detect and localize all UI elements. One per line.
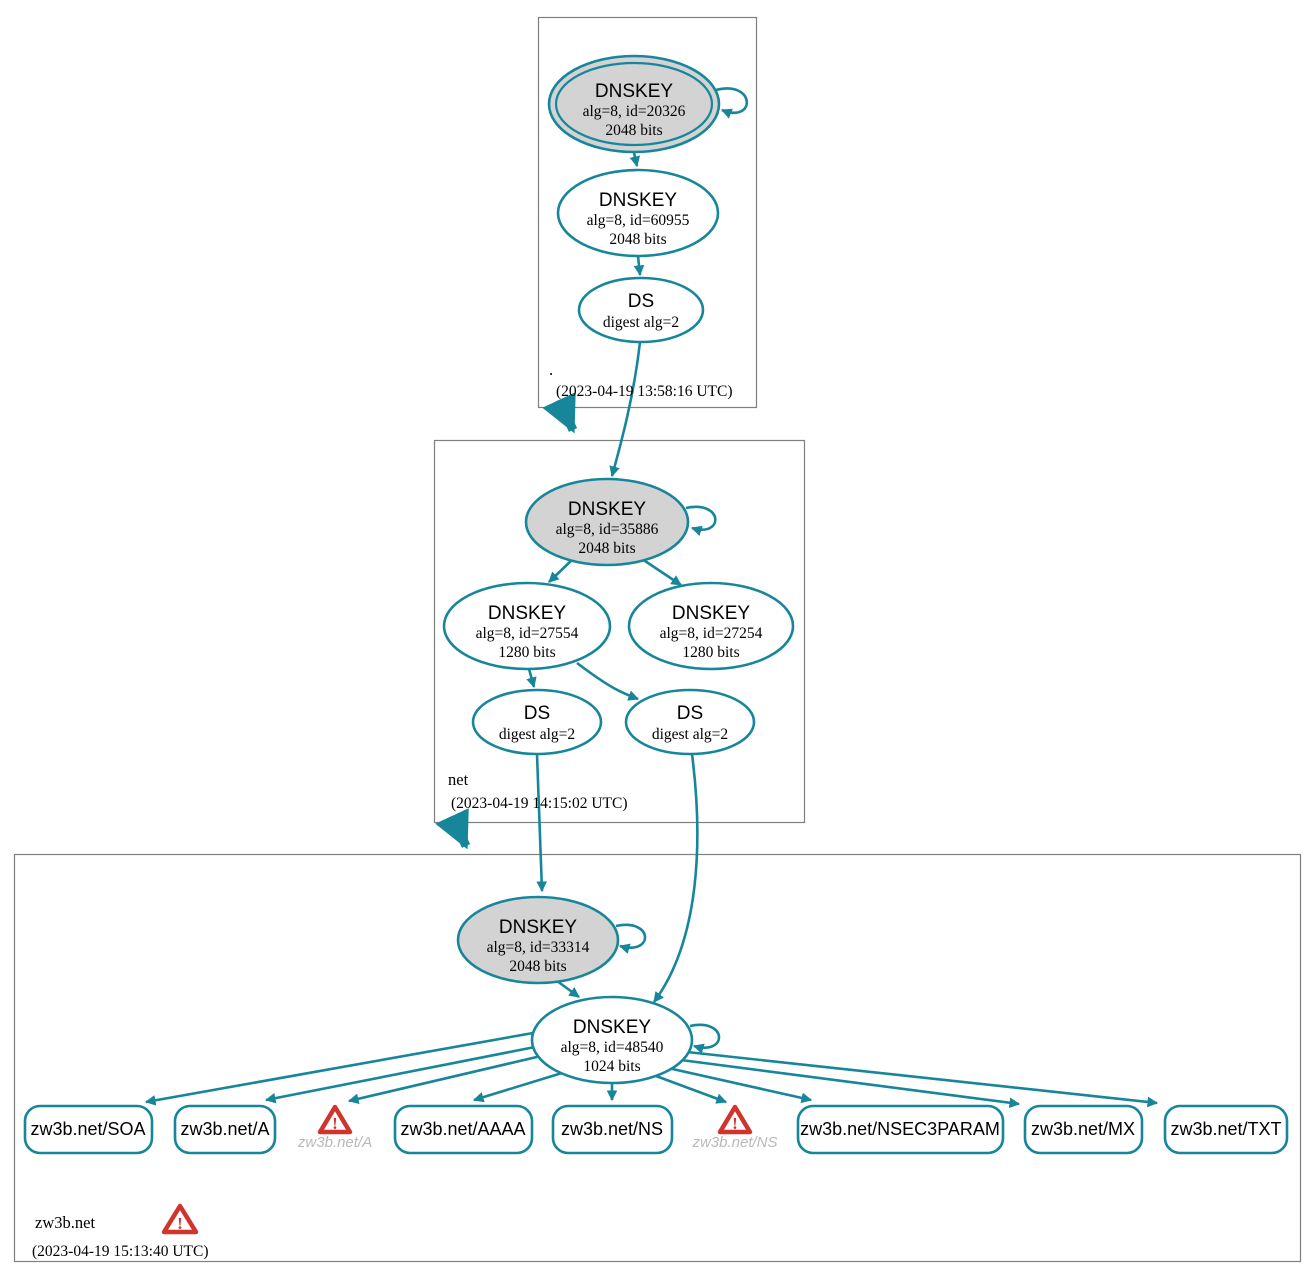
edge-zsk-to-warning-ns: [655, 1074, 727, 1104]
net-ds2-alg: digest alg=2: [652, 726, 728, 743]
root-ds-title: DS: [628, 291, 654, 312]
root-ds-node[interactable]: DS digest alg=2: [577, 276, 705, 344]
dnskey-48540-title: DNSKEY: [573, 1017, 651, 1038]
net-ds1-alg: digest alg=2: [499, 726, 575, 743]
rrset-soa-label: zw3b.net/SOA: [30, 1119, 145, 1139]
rrset-aaaa-label: zw3b.net/AAAA: [400, 1119, 525, 1139]
rrset-a-node[interactable]: zw3b.net/A: [173, 1104, 277, 1155]
zw3b-zone-label: zw3b.net: [35, 1213, 95, 1232]
dnskey-27554-title: DNSKEY: [488, 603, 566, 624]
edge-net-ds1-to-zw3b-ksk: [535, 753, 547, 893]
rrset-aaaa-node[interactable]: zw3b.net/AAAA: [393, 1104, 534, 1155]
edge-delegation-root-to-net: [542, 392, 578, 434]
net-ds2-node[interactable]: DS digest alg=2: [624, 688, 756, 756]
rrset-a-label: zw3b.net/A: [180, 1119, 269, 1139]
dnskey-48540-bits: 1024 bits: [583, 1058, 640, 1075]
rrset-txt-node[interactable]: zw3b.net/TXT: [1163, 1104, 1289, 1155]
rrset-nsec3param-node[interactable]: zw3b.net/NSEC3PARAM: [796, 1104, 1005, 1155]
dnskey-33314-node[interactable]: DNSKEY alg=8, id=33314 2048 bits: [456, 895, 620, 985]
dnskey-48540-node[interactable]: DNSKEY alg=8, id=48540 1024 bits: [530, 995, 694, 1085]
net-zone-label: net: [448, 770, 469, 789]
net-zone-timestamp: (2023-04-19 14:15:02 UTC): [451, 795, 628, 812]
rrset-ns-label: zw3b.net/NS: [561, 1119, 663, 1139]
edge-zsk-to-rrset-txt: [686, 1050, 1159, 1108]
warning-a-label: zw3b.net/A: [297, 1134, 372, 1151]
warning-triangle-icon: [717, 1104, 753, 1135]
dnskey-35886-node[interactable]: DNSKEY alg=8, id=35886 2048 bits: [524, 477, 690, 567]
edge-zsk-to-warning-a: [347, 1054, 542, 1105]
edge-root-ksk-to-zsk: [629, 152, 641, 168]
net-ds1-title: DS: [524, 703, 550, 724]
edge-zsk-to-rrset-a: [264, 1045, 536, 1104]
net-ds2-title: DS: [677, 703, 703, 724]
dnskey-20326-bits: 2048 bits: [605, 122, 662, 139]
dnskey-20326-alg: alg=8, id=20326: [583, 103, 686, 120]
dnskey-27254-bits: 1280 bits: [682, 644, 739, 661]
warning-triangle-icon: [317, 1104, 353, 1135]
warning-exclamation: !: [732, 1114, 738, 1133]
edge-net-zsk1-to-ds2: [576, 661, 639, 701]
edge-delegation-net-to-zw3b: [435, 808, 471, 850]
edge-net-ksk-self-loop: [685, 505, 717, 536]
edge-net-zsk1-to-ds1: [526, 668, 537, 689]
dnskey-20326-node[interactable]: DNSKEY alg=8, id=20326 2048 bits: [547, 54, 721, 154]
warning-ns-label: zw3b.net/NS: [691, 1134, 777, 1151]
dnskey-60955-node[interactable]: DNSKEY alg=8, id=60955 2048 bits: [556, 168, 720, 258]
edge-root-ds-to-net-ksk: [609, 341, 642, 478]
dnskey-35886-bits: 2048 bits: [578, 540, 635, 557]
dnskey-27254-title: DNSKEY: [672, 603, 750, 624]
edge-zw3b-zsk-self-loop: [689, 1023, 721, 1054]
dnskey-33314-bits: 2048 bits: [509, 958, 566, 975]
zw3b-zone-warning[interactable]: !: [161, 1203, 199, 1235]
rrset-ns-node[interactable]: zw3b.net/NS: [551, 1104, 674, 1155]
dnskey-27254-node[interactable]: DNSKEY alg=8, id=27254 1280 bits: [627, 581, 795, 671]
dnskey-60955-title: DNSKEY: [599, 190, 677, 211]
edge-root-ksk-self-loop: [715, 87, 749, 119]
zw3b-zone-timestamp: (2023-04-19 15:13:40 UTC): [32, 1243, 209, 1260]
warning-exclamation: !: [332, 1114, 338, 1133]
dnskey-27554-bits: 1280 bits: [498, 644, 555, 661]
dnskey-27554-alg: alg=8, id=27554: [476, 625, 579, 642]
edge-net-ds2-to-zw3b-zsk: [652, 753, 699, 1003]
edge-zsk-to-rrset-nsec3param: [667, 1066, 813, 1104]
rrset-soa-node[interactable]: zw3b.net/SOA: [23, 1104, 154, 1155]
dnskey-27554-node[interactable]: DNSKEY alg=8, id=27554 1280 bits: [442, 581, 612, 671]
dnskey-27254-alg: alg=8, id=27254: [660, 625, 763, 642]
warning-a-node[interactable]: ! zw3b.net/A: [297, 1104, 372, 1151]
edge-zsk-to-rrset-soa: [144, 1031, 534, 1106]
dnskey-60955-alg: alg=8, id=60955: [587, 212, 690, 229]
dnskey-35886-title: DNSKEY: [568, 499, 646, 520]
dnskey-20326-title: DNSKEY: [595, 81, 673, 102]
rrset-mx-node[interactable]: zw3b.net/MX: [1023, 1104, 1144, 1155]
rrset-mx-label: zw3b.net/MX: [1031, 1119, 1135, 1139]
dnskey-33314-title: DNSKEY: [499, 917, 577, 938]
edge-zw3b-ksk-self-loop: [615, 923, 647, 954]
edge-zsk-to-rrset-mx: [680, 1058, 1021, 1109]
root-ds-alg: digest alg=2: [603, 314, 679, 331]
warning-triangle-icon: [161, 1203, 199, 1235]
edge-root-zsk-to-ds: [633, 255, 645, 277]
rrset-nsec3param-label: zw3b.net/NSEC3PARAM: [800, 1119, 1000, 1139]
root-zone-label: .: [549, 360, 553, 379]
edge-net-ksk-to-zsk2: [641, 557, 682, 587]
dnskey-35886-alg: alg=8, id=35886: [556, 521, 659, 538]
dnskey-48540-alg: alg=8, id=48540: [561, 1039, 664, 1056]
rrset-txt-label: zw3b.net/TXT: [1170, 1119, 1281, 1139]
warning-ns-node[interactable]: ! zw3b.net/NS: [691, 1104, 778, 1151]
warning-exclamation: !: [177, 1214, 183, 1233]
dnskey-60955-bits: 2048 bits: [609, 231, 666, 248]
dnskey-33314-alg: alg=8, id=33314: [487, 939, 590, 956]
net-ds1-node[interactable]: DS digest alg=2: [471, 688, 603, 756]
root-zone-timestamp: (2023-04-19 13:58:16 UTC): [556, 383, 733, 400]
edge-zsk-to-rrset-aaaa: [472, 1071, 563, 1103]
edge-net-ksk-to-zsk1: [548, 558, 574, 583]
edge-zw3b-ksk-to-zsk: [556, 979, 580, 999]
